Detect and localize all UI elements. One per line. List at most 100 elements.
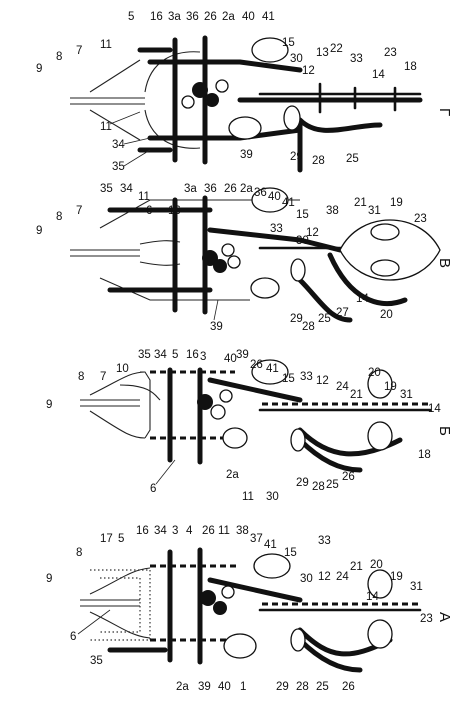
label: 11 — [100, 121, 112, 133]
label: 6 — [70, 631, 76, 643]
label: 23 — [414, 213, 427, 225]
label: 20 — [370, 559, 383, 571]
label: 34 — [154, 525, 167, 537]
label: 38 — [236, 525, 249, 537]
label: 26 — [204, 11, 217, 23]
label: 30 — [300, 573, 313, 585]
label: 15 — [282, 37, 295, 49]
label: 21 — [350, 561, 363, 573]
label: 26 — [342, 681, 355, 693]
gill-organ-top — [251, 37, 289, 63]
label: 30 — [266, 491, 279, 503]
label: 40 — [218, 681, 231, 693]
label: 35 — [138, 349, 151, 361]
label: 9 — [36, 225, 42, 237]
label: 9 — [46, 573, 52, 585]
label: 29 — [276, 681, 289, 693]
label: 34 — [112, 139, 125, 151]
label: 31 — [368, 205, 381, 217]
label: 26 — [224, 183, 237, 195]
label: 40 — [268, 191, 281, 203]
label: 29 — [290, 313, 303, 325]
label: 23 — [384, 47, 397, 59]
label: 21 — [350, 389, 363, 401]
label: 16 — [150, 11, 163, 23]
label: 9 — [46, 399, 52, 411]
label: 13 — [316, 47, 329, 59]
label: 9 — [36, 63, 42, 75]
label: 26 — [250, 359, 263, 371]
label: 2a — [176, 681, 189, 693]
label: 2a — [222, 11, 235, 23]
label: 12 — [316, 375, 329, 387]
label: 37 — [250, 533, 263, 545]
label: 12 — [318, 571, 331, 583]
label: 35 — [90, 655, 103, 667]
label: 25 — [318, 313, 331, 325]
label: 31 — [410, 581, 423, 593]
label: 14 — [372, 69, 385, 81]
label: 39 — [210, 321, 223, 333]
label: 18 — [404, 61, 417, 73]
label: 15 — [282, 373, 295, 385]
label: 41 — [262, 11, 275, 23]
panel-a: 9 8 17 5 16 34 3 4 26 11 38 37 41 15 33 … — [46, 525, 453, 693]
label: 7 — [76, 45, 82, 57]
label: 36 — [204, 183, 217, 195]
label: 25 — [346, 153, 359, 165]
label: 34 — [120, 183, 133, 195]
label: 33 — [270, 223, 283, 235]
label: 11 — [242, 491, 254, 503]
label: 25 — [316, 681, 329, 693]
label: 30 — [296, 235, 309, 247]
label: 14 — [356, 293, 369, 305]
label: 35 — [100, 183, 113, 195]
label: 19 — [390, 571, 403, 583]
label: 11 — [218, 525, 230, 537]
intestine-loop — [339, 219, 441, 281]
label: 38 — [326, 205, 339, 217]
panel-label: Г — [436, 108, 453, 116]
label: 16 — [186, 349, 199, 361]
label: 28 — [296, 681, 309, 693]
label: 10 — [116, 363, 129, 375]
label: 41 — [282, 197, 295, 209]
label: 1 — [240, 681, 246, 693]
label: 14 — [428, 403, 441, 415]
label: 19 — [390, 197, 403, 209]
label: 20 — [380, 309, 393, 321]
label: 26 — [202, 525, 215, 537]
label: 3 — [172, 525, 178, 537]
label: 28 — [302, 321, 315, 333]
label: 33 — [300, 371, 313, 383]
label: 3a — [168, 11, 181, 23]
label: 30 — [290, 53, 303, 65]
label: 21 — [354, 197, 367, 209]
label: 25 — [326, 479, 339, 491]
label: 2a — [240, 183, 253, 195]
label: 14 — [366, 591, 379, 603]
label: 12 — [306, 227, 319, 239]
label: 8 — [56, 211, 62, 223]
label: 8 — [56, 51, 62, 63]
label: 15 — [296, 209, 309, 221]
label: 11 — [100, 39, 112, 51]
label: 7 — [100, 371, 106, 383]
label: 20 — [368, 367, 381, 379]
label: 24 — [336, 571, 349, 583]
label: 19 — [384, 381, 397, 393]
label: 22 — [330, 43, 343, 55]
label: 3a — [184, 183, 197, 195]
label: 31 — [400, 389, 413, 401]
label: 40 — [224, 353, 237, 365]
panel-label: Б — [436, 426, 453, 436]
label: 28 — [312, 481, 325, 493]
label: 5 — [128, 11, 134, 23]
label: 34 — [154, 349, 167, 361]
label: 2a — [226, 469, 239, 481]
heart-chamber-1 — [192, 82, 208, 98]
label: 17 — [100, 533, 113, 545]
label: 39 — [236, 349, 249, 361]
label: 16 — [168, 205, 181, 217]
